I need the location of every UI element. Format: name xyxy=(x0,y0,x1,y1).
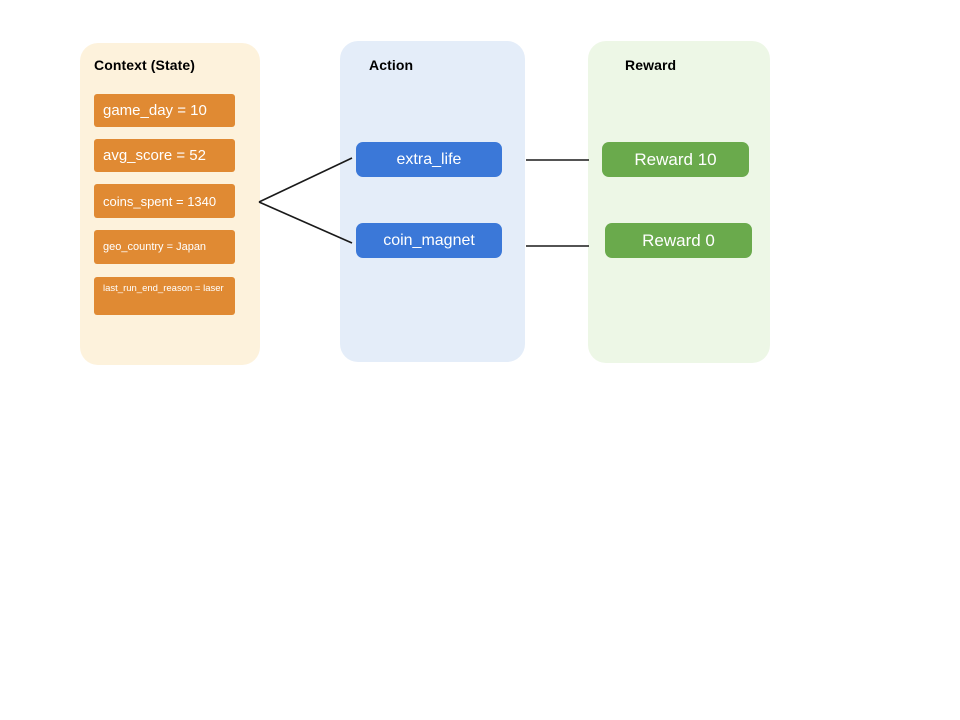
action-chip-coin-magnet: coin_magnet xyxy=(356,223,502,258)
action-chip-extra-life: extra_life xyxy=(356,142,502,177)
context-chip-game-day: game_day = 10 xyxy=(94,94,235,127)
action-card xyxy=(340,41,525,362)
context-card-title: Context (State) xyxy=(94,57,196,73)
context-chip-geo-country: geo_country = Japan xyxy=(94,230,235,264)
context-chip-coins-spent: coins_spent = 1340 xyxy=(94,184,235,218)
reward-card xyxy=(588,41,770,363)
context-chip-avg-score: avg_score = 52 xyxy=(94,139,235,172)
connector-context-to-coin-magnet xyxy=(258,201,353,244)
action-card-title: Action xyxy=(369,57,414,73)
reward-card-title: Reward xyxy=(625,57,677,73)
context-chip-last-run-end-reason: last_run_end_reason = laser xyxy=(94,277,235,315)
reward-chip-reward-10: Reward 10 xyxy=(602,142,749,177)
reward-chip-reward-0: Reward 0 xyxy=(605,223,752,258)
connector-context-to-extra-life xyxy=(258,157,353,203)
